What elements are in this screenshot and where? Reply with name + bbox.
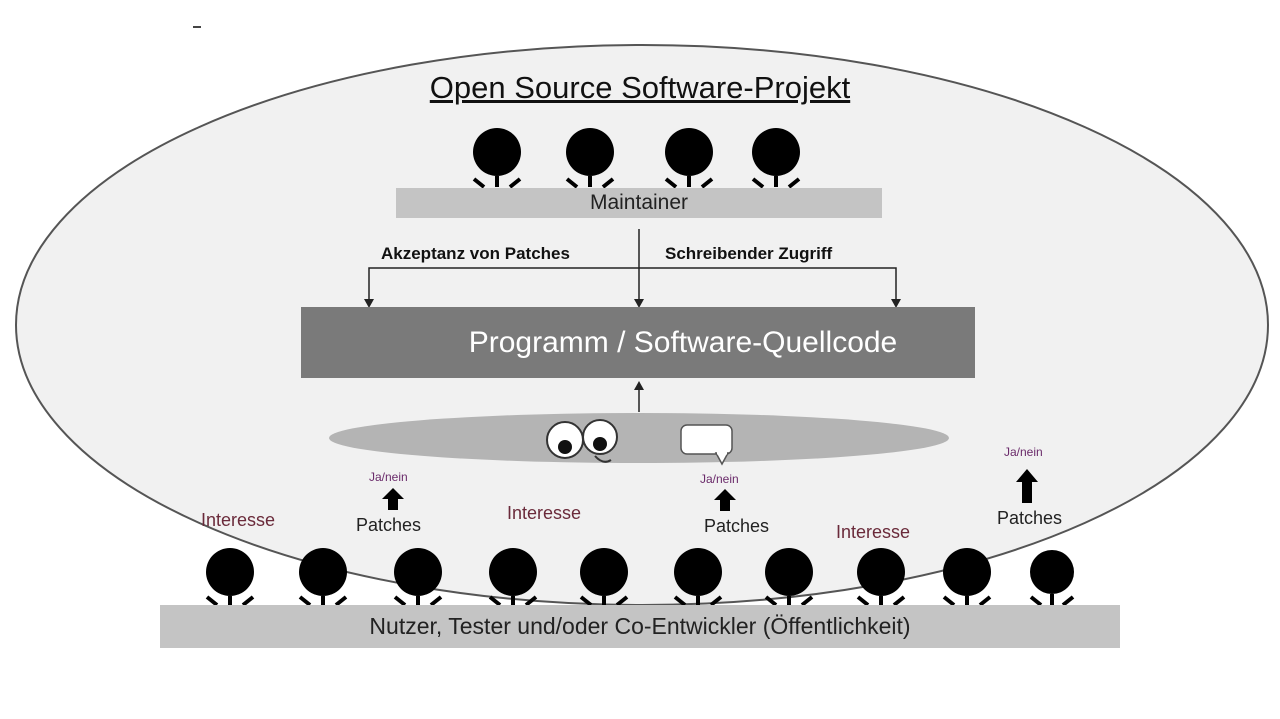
maintainer-person-icon [664,128,714,189]
maintainer-person-icon [472,128,522,189]
patches-label: Patches [997,508,1063,528]
review-disc [329,413,949,463]
up-arrow-icon [714,489,736,511]
public-person-icon [298,548,348,607]
speech-bubble-icon [680,424,733,466]
public-person-icon [1029,550,1075,607]
yesno-label: Ja/nein [1004,445,1043,459]
up-arrow-icon [382,488,404,510]
patches-label: Patches [704,516,770,536]
patch-arrows [382,469,1038,511]
up-arrow-icon [1016,469,1038,503]
maintainer-person-icon [751,128,801,189]
source-code-bar: Programm / Software-Quellcode [301,307,975,378]
diagram-title: Open Source Software-Projekt [429,70,851,105]
maintainer-label: Maintainer [589,191,689,214]
source-code-label: Programm / Software-Quellcode [468,325,898,359]
public-person-icon [579,548,629,607]
maintainer-bar: Maintainer [396,188,882,218]
maintainer-figures [472,128,801,189]
public-person-icon [673,548,723,607]
connector-arrowheads [364,299,901,308]
yesno-label: Ja/nein [369,470,408,484]
public-label: Nutzer, Tester und/oder Co-Entwickler (Ö… [369,613,911,639]
public-bar: Nutzer, Tester und/oder Co-Entwickler (Ö… [160,605,1120,648]
interest-label: Interesse [201,510,276,530]
public-figures [205,548,1075,607]
yesno-label: Ja/nein [700,472,739,486]
review-arrowhead [634,381,644,390]
public-person-icon [942,548,992,607]
eyes-icon [546,419,618,463]
maintainer-person-icon [565,128,615,189]
interest-label: Interesse [836,522,911,542]
public-person-icon [488,548,538,607]
access-connectors [368,229,897,300]
public-person-icon [764,548,814,607]
edge-label-accept: Akzeptanz von Patches [381,244,570,263]
public-person-icon [205,548,255,607]
edge-label-write: Schreibender Zugriff [665,244,833,263]
public-person-icon [856,548,906,607]
public-person-icon [393,548,443,607]
patches-label: Patches [356,515,422,535]
interest-label: Interesse [507,503,582,523]
